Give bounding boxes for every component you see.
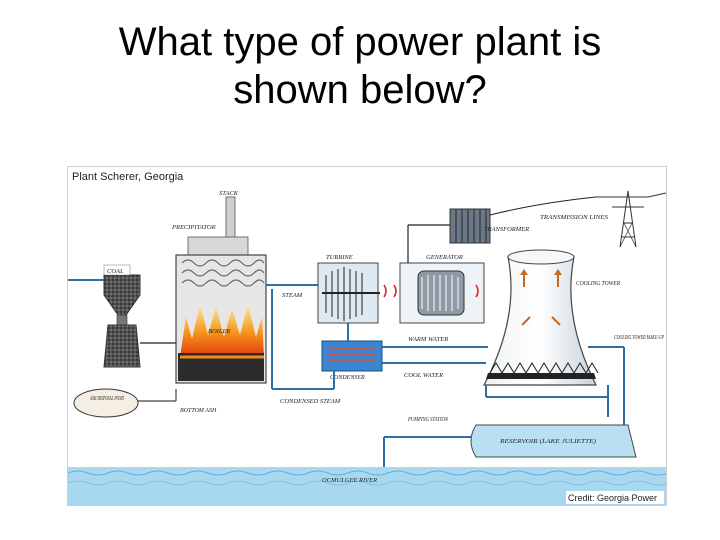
pumping-station-label: PUMPING STATION: [407, 417, 449, 423]
steam-label: STEAM: [282, 292, 303, 299]
cooling-tower-makeup-label: COOLING TOWER MAKE-UP: [614, 335, 664, 341]
coal-label: COAL: [107, 268, 124, 275]
precipitator: PRECIPITATOR: [171, 224, 249, 256]
power-plant-diagram: Plant Scherer, Georgia OCMULGEE RIVER CO…: [67, 166, 667, 506]
plant-name: Plant Scherer, Georgia: [72, 171, 184, 183]
pumping-station: PUMPING STATION: [383, 417, 476, 467]
boiler-label: BOILER: [208, 328, 230, 335]
cool-water-label: COOL WATER: [404, 372, 443, 379]
title-line-1: What type of power plant is: [118, 20, 602, 64]
river-label: OCMULGEE RIVER: [322, 477, 377, 484]
condensed-steam-label: CONDENSED STEAM: [280, 398, 341, 405]
reservoir-label: RESERVOIR (LAKE JULIETTE): [499, 438, 596, 445]
warm-water-label: WARM WATER: [408, 336, 448, 343]
turbine: TURBINE: [317, 254, 397, 324]
transformer: TRANSFORMER: [449, 196, 597, 244]
transmission-tower: TRANSMISSION LINES: [540, 190, 666, 248]
precipitator-label: PRECIPITATOR: [171, 224, 216, 231]
generator-label: GENERATOR: [426, 254, 463, 261]
ash-pond-label: ASH DISPOSAL POND: [89, 396, 124, 402]
water-loops: WARM WATER COOL WATER: [382, 336, 609, 417]
title-line-2: shown below?: [233, 68, 487, 112]
transmission-lines-label: TRANSMISSION LINES: [540, 214, 609, 221]
steam-pipe: STEAM: [266, 284, 318, 299]
river: OCMULGEE RIVER: [68, 467, 666, 505]
slide-title: What type of power plant is shown below?: [0, 18, 720, 114]
diagram-svg: Plant Scherer, Georgia OCMULGEE RIVER CO…: [68, 171, 666, 505]
condenser: CONDENSER: [321, 323, 383, 381]
credit-text: Credit: Georgia Power: [568, 493, 657, 503]
stack-label: STACK: [219, 190, 239, 197]
bottom-ash-label: BOTTOM ASH: [180, 408, 217, 414]
ash-disposal-pond: ASH DISPOSAL POND BOTTOM ASH: [73, 388, 217, 418]
condenser-label: CONDENSER: [330, 375, 365, 381]
cooling-tower-label: COOLING TOWER: [576, 280, 620, 287]
coal-hopper: COAL: [68, 264, 141, 368]
transformer-label: TRANSFORMER: [484, 226, 529, 233]
generator: GENERATOR: [399, 224, 485, 324]
cooling-tower: COOLING TOWER COOLING TOWER MAKE-UP: [483, 249, 664, 429]
reservoir: RESERVOIR (LAKE JULIETTE): [470, 424, 637, 458]
boiler: BOILER: [140, 254, 267, 384]
condensed-steam-pipe: CONDENSED STEAM: [271, 289, 341, 405]
turbine-label: TURBINE: [326, 254, 353, 261]
